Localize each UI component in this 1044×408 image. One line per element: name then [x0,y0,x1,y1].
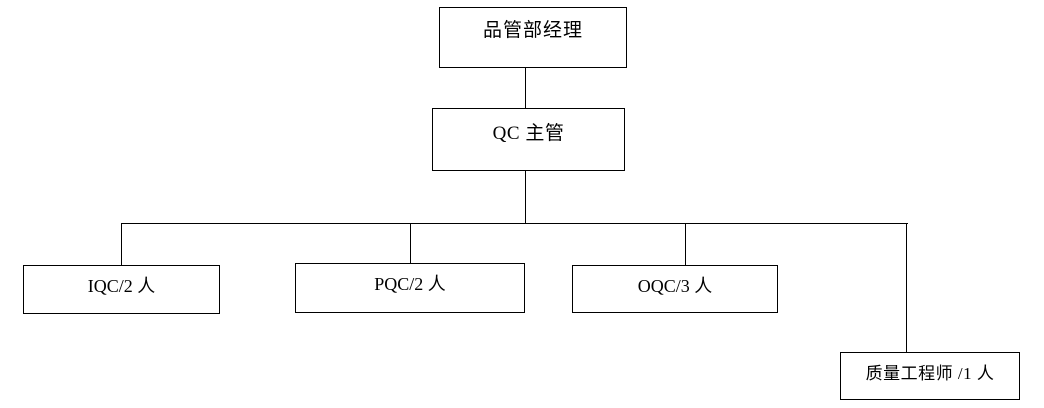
node-label-oqc: OQC/3 人 [637,276,713,296]
node-pqc[interactable]: PQC/2 人 [295,263,525,313]
node-label-iqc: IQC/2 人 [87,276,156,296]
connector-manager-to-qc-supervisor [525,68,527,109]
node-label-qc-supervisor: QC 主管 [492,123,565,144]
node-quality-department-manager[interactable]: 品管部经理 [439,7,627,68]
node-label-manager: 品管部经理 [482,20,583,41]
node-label-pqc: PQC/2 人 [374,274,446,294]
node-iqc[interactable]: IQC/2 人 [23,265,220,314]
node-oqc[interactable]: OQC/3 人 [572,265,778,313]
node-label-quality-engineer: 质量工程师 /1 人 [865,364,995,383]
connector-bus-to-pqc [410,223,412,264]
connector-bus-to-quality-engineer [906,223,908,353]
connector-bus-to-oqc [685,223,687,266]
node-qc-supervisor[interactable]: QC 主管 [432,108,625,171]
connector-horizontal-bus [121,223,908,225]
connector-bus-to-iqc [121,223,123,266]
connector-qc-supervisor-to-bus [525,170,527,224]
node-quality-engineer[interactable]: 质量工程师 /1 人 [840,352,1020,400]
